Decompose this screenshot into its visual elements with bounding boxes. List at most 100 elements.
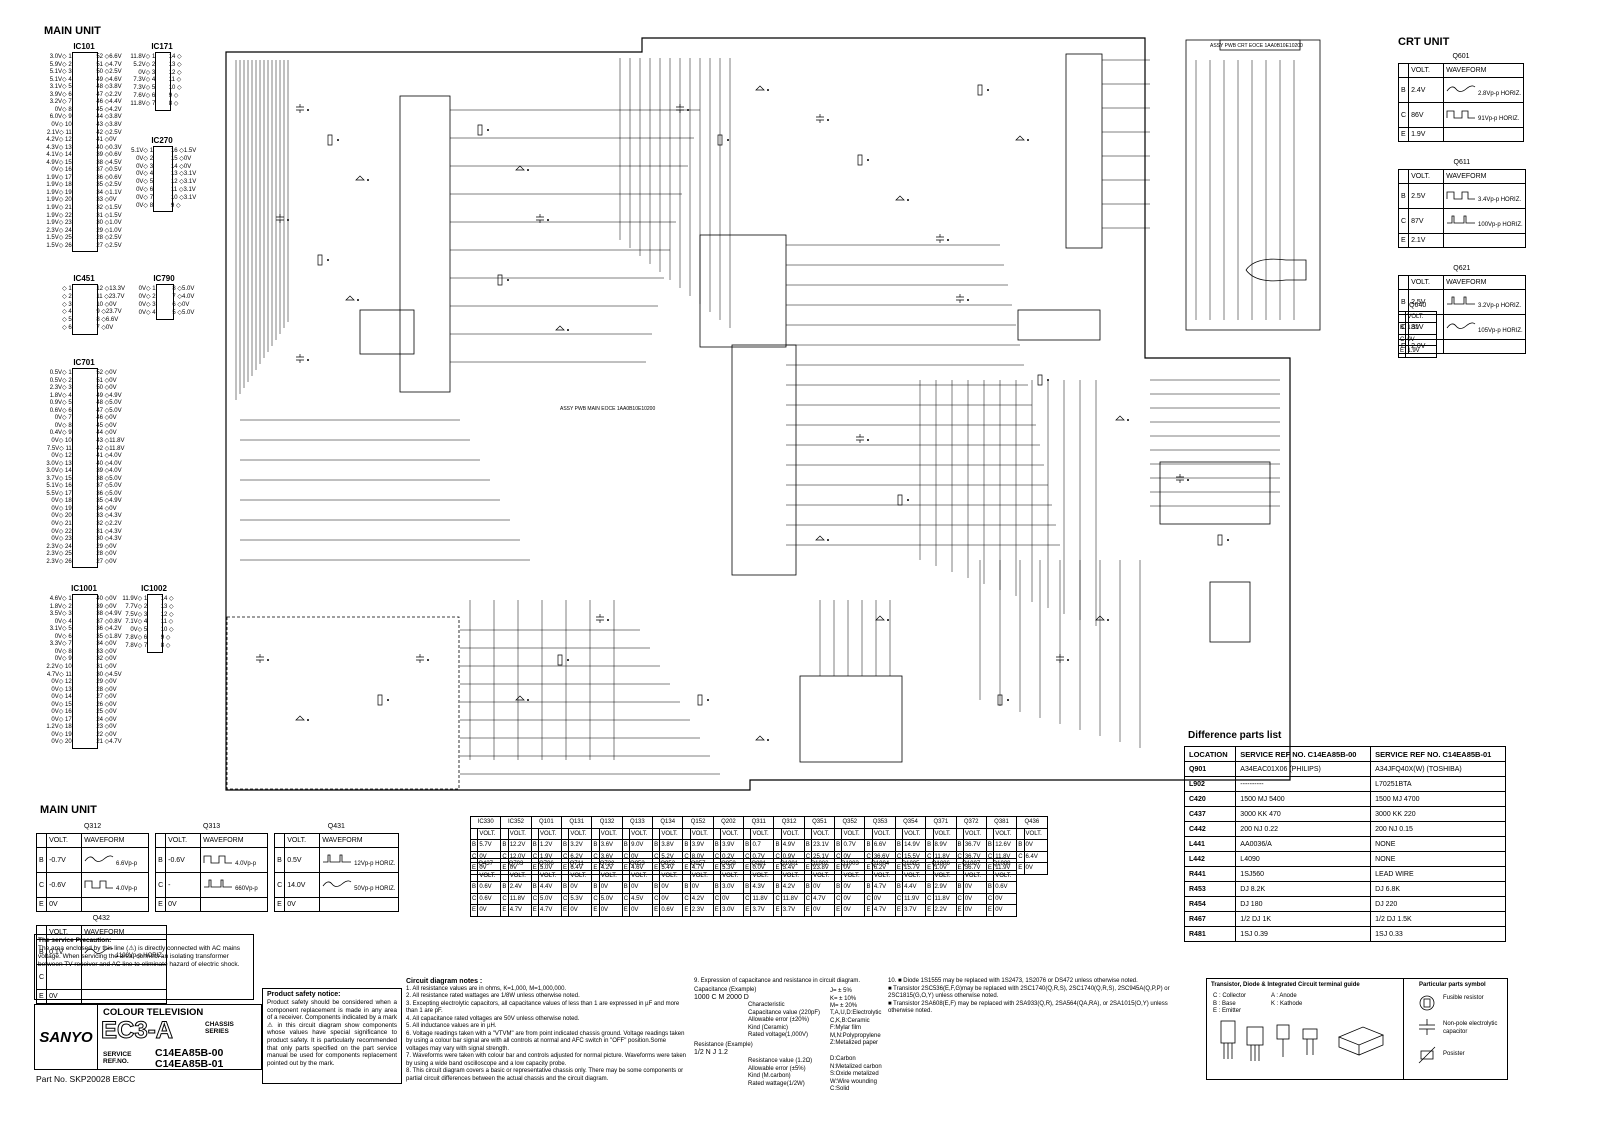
pin-value: 0V◇ 8: [54, 106, 72, 113]
volt-value: 0V: [629, 881, 654, 894]
service-ref-1: C14EA85B-00: [155, 1047, 224, 1059]
pin-value: ◇ 5: [62, 317, 72, 324]
pin-value: 37 ◇0.8V: [96, 618, 122, 625]
pin-value: 3.1V◇ 5: [49, 84, 72, 91]
diff-cell: R467: [1183, 911, 1237, 927]
diff-cell: 1500 MJ 5400: [1235, 791, 1372, 807]
volt-value: 0V: [962, 881, 987, 894]
wf-waveform: 6.6Vp-p: [81, 847, 150, 873]
volt-value: 11.9V: [902, 892, 927, 905]
guide-cbe: C : Collector: [1213, 993, 1247, 999]
wf-terminal: E: [1397, 233, 1410, 248]
pin-value: 12 ◇: [168, 69, 182, 76]
volt-part-name: Q202: [712, 816, 745, 829]
volt-value: 4.7V: [538, 904, 563, 917]
diff-cell: L70251BTA: [1370, 776, 1506, 792]
pin-value: 3.0V◇ 1: [49, 54, 72, 60]
volt-value: 12.6V: [993, 839, 1018, 852]
pin-value: 5.1V◇ 1: [131, 148, 154, 154]
pin-value: 14 ◇0V: [170, 163, 192, 170]
volt-terminal: E: [803, 904, 813, 917]
q640-volt: 1.9V: [1405, 345, 1438, 358]
volt-value: 4.2V: [689, 892, 714, 905]
volt-terminal: C: [955, 892, 964, 905]
volt-value: 0V: [993, 892, 1018, 905]
wf-waveform: 4.0Vp-p: [81, 872, 150, 898]
volt-value: 3.9V: [689, 839, 714, 852]
volt-terminal: B: [469, 839, 479, 852]
cap-kind: M,N:Polypropylene: [830, 1032, 881, 1039]
pin-value: 36 ◇5.0V: [96, 490, 122, 497]
volt-terminal: B: [712, 881, 722, 894]
volt-head: VOLT.: [1023, 827, 1048, 840]
pin-value: 0V◇ 12: [51, 453, 72, 460]
volt-terminal: B: [652, 839, 661, 852]
volt-terminal: C: [743, 892, 752, 905]
cap-kind: F:Mylar film: [830, 1025, 861, 1031]
wf-waveform: 12Vp-p HORIZ.: [319, 847, 399, 873]
volt-terminal: B: [500, 881, 509, 894]
fusible-resistor-icon: [1419, 995, 1435, 1011]
diff-cell: Q901: [1183, 761, 1237, 777]
volt-head: VOLT.: [689, 827, 714, 840]
volt-value: 4.3V: [750, 881, 775, 894]
volt-terminal: B: [530, 881, 540, 894]
pin-value: 43 ◇11.8V: [96, 437, 125, 444]
pin-value: 8 ◇6.6V: [96, 317, 119, 324]
res-kind: D:Carbon: [830, 1056, 856, 1062]
pin-value: 7 ◇0V: [96, 325, 114, 331]
volt-value: 4.5V: [629, 892, 654, 905]
pin-value: 1.8V◇ 4: [49, 392, 72, 399]
pin-value: 0V◇ 10: [51, 437, 72, 444]
pin-value: ◇ 3: [62, 301, 72, 308]
wf-volt: 87V: [1408, 208, 1445, 234]
brand-logo: SANYO: [35, 1005, 98, 1069]
volt-part-name: Q436: [1016, 816, 1048, 829]
volt-terminal: B: [530, 839, 540, 852]
service-ref-label: SERVICE REF.NO.: [103, 1051, 132, 1065]
volt-part-name: Q706: [530, 858, 563, 871]
pin-value: 48 ◇5.0V: [96, 400, 122, 407]
volt-value: 4.4V: [538, 881, 563, 894]
pin-value: 24 ◇0V: [96, 716, 117, 723]
volt-terminal: B: [712, 839, 722, 852]
pin-value: 38 ◇5.0V: [96, 475, 122, 482]
note-item: 7. Waveforms were taken with colour bar …: [406, 1053, 687, 1067]
diff-cell: AA0036/A: [1235, 836, 1372, 852]
pin-value: 41 ◇0V: [96, 137, 117, 144]
pin-value: 39 ◇0.6V: [96, 152, 122, 159]
waveform-icon: [1447, 215, 1476, 224]
pin-value: 11.8V◇ 1: [130, 54, 156, 60]
pin-value: 0V◇ 6: [136, 187, 154, 193]
pin-value: 4.3V◇ 13: [46, 144, 72, 151]
diff-cell: 1SJ 0.33: [1370, 926, 1506, 942]
volt-terminal: E: [500, 904, 509, 917]
pin-value: 12 ◇13.3V: [96, 286, 125, 292]
transistor-package-icon: [1302, 1028, 1318, 1040]
volt-head: VOLT.: [750, 869, 775, 882]
pin-value: 9 ◇23.7V: [96, 309, 122, 316]
pin-value: 0V◇ 10: [51, 121, 72, 128]
volt-value: 4.7V: [871, 904, 896, 917]
package-outlines: [1220, 1020, 1385, 1061]
pin-value: 8 ◇5.0V: [172, 286, 195, 292]
volt-terminal: B: [773, 839, 782, 852]
cap-line: Allowable error (±20%): [748, 1017, 809, 1023]
schem-label-crt: ASSY PWB CRT EOCE 1AA0B10E10200: [1210, 43, 1303, 49]
pin-value: 7.8V◇ 6: [125, 635, 148, 641]
volt-part-name: Q853: [621, 858, 654, 871]
note-item: 2. All resistance rated wattages are 1/8…: [406, 993, 580, 999]
diff-cell: DJ 6.8K: [1370, 881, 1506, 897]
pin-value: 3.0V◇ 13: [46, 460, 72, 467]
diff-cell: DJ 8.2K: [1235, 881, 1372, 897]
wf-waveform: [1443, 233, 1526, 248]
